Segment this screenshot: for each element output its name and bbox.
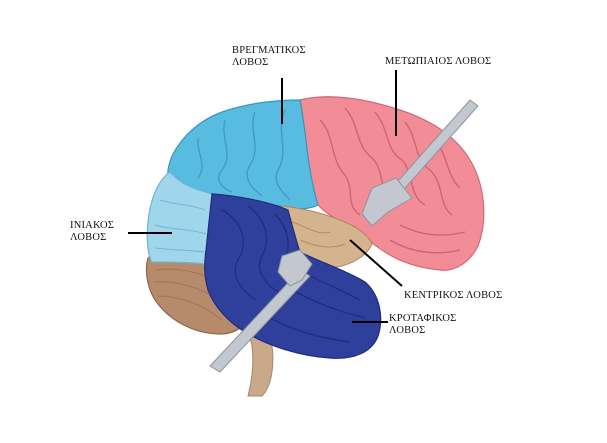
label-temporal-line2: ΛΟΒΟΣ bbox=[389, 325, 426, 336]
label-occipital-lobe: ΙΝΙΑΚΟΣ ΛΟΒΟΣ bbox=[70, 220, 114, 244]
retractor-temporal bbox=[209, 249, 313, 373]
label-central-lobe: ΚΕΝΤΡΙΚΟΣ ΛΟΒΟΣ bbox=[404, 290, 502, 302]
label-parietal-lobe: ΒΡΕΓΜΑΤΙΚΟΣ ΛΟΒΟΣ bbox=[232, 45, 306, 69]
leader-central bbox=[349, 239, 403, 287]
label-central-line1: ΚΕΝΤΡΙΚΟΣ ΛΟΒΟΣ bbox=[404, 290, 503, 301]
label-temporal-line1: ΚΡΟΤΑΦΙΚΟΣ bbox=[389, 313, 457, 324]
label-parietal-line1: ΒΡΕΓΜΑΤΙΚΟΣ bbox=[232, 45, 306, 56]
label-frontal-lobe: ΜΕΤΩΠΙΑΙΟΣ ΛΟΒΟΣ bbox=[385, 56, 491, 68]
occipital-lobe bbox=[146, 171, 213, 265]
retractor-frontal bbox=[361, 99, 479, 227]
label-occipital-line1: ΙΝΙΑΚΟΣ bbox=[70, 220, 115, 231]
label-temporal-lobe: ΚΡΟΤΑΦΙΚΟΣ ΛΟΒΟΣ bbox=[389, 313, 456, 337]
label-occipital-line2: ΛΟΒΟΣ bbox=[70, 232, 107, 243]
label-parietal-line2: ΛΟΒΟΣ bbox=[232, 57, 269, 68]
label-frontal-line1: ΜΕΤΩΠΙΑΙΟΣ ΛΟΒΟΣ bbox=[385, 56, 492, 67]
